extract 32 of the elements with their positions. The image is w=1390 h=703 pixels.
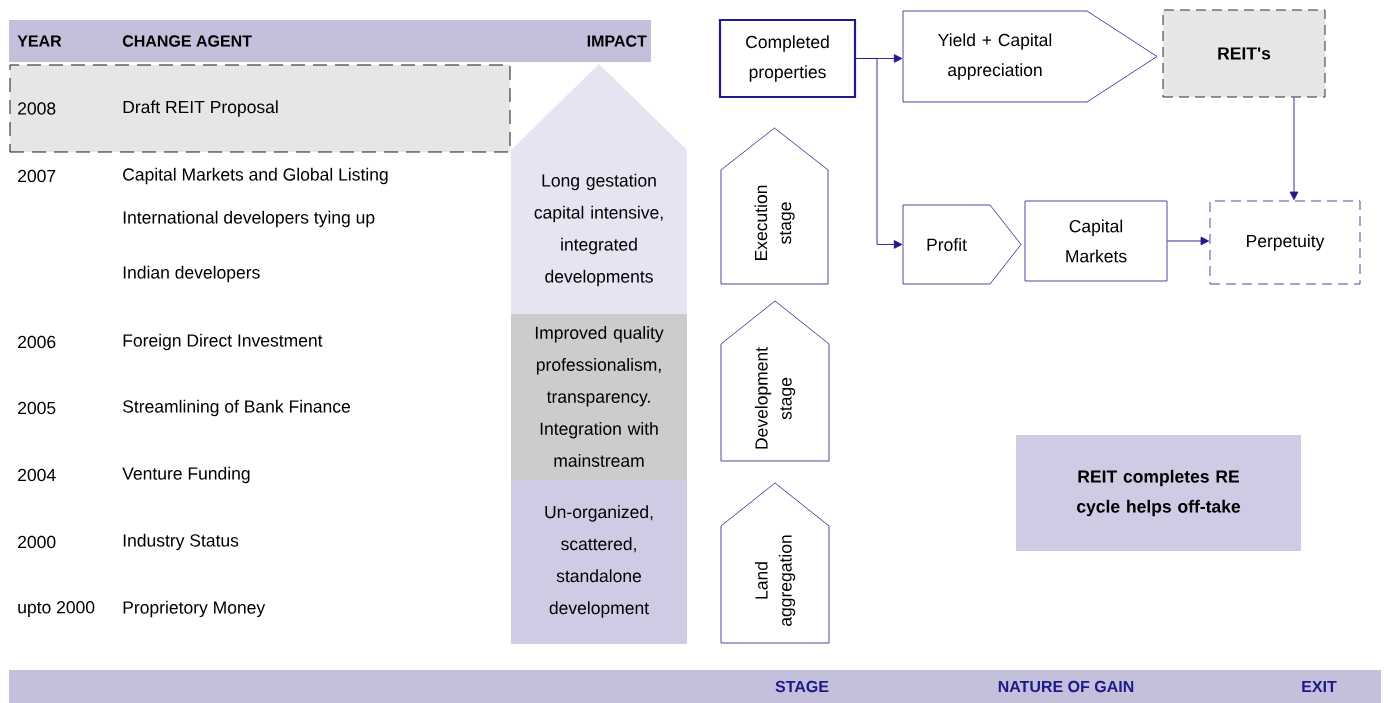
year-label: 2006 [18, 335, 56, 349]
stage-pentagon: Land aggregation [720, 482, 830, 644]
dashed-box: REIT's [1162, 9, 1326, 98]
change-agent-text: Indian developers [123, 265, 260, 283]
process-box: Capital Markets [1024, 200, 1168, 282]
change-agent-text: Foreign Direct Investment [123, 333, 323, 351]
year-label: upto 2000 [18, 601, 95, 617]
note-box: REIT completes RE cycle helps off-take [1016, 435, 1301, 551]
change-agent-text: International developers tying up [123, 210, 375, 228]
footer-band: STAGE NATURE OF GAIN EXIT [9, 670, 1381, 703]
arrow [855, 58, 903, 249]
arrow [1289, 96, 1299, 201]
year-label: 2007 [18, 169, 56, 183]
impact-box: Un-organized, scattered, standalone development [511, 479, 687, 644]
highlighted-row: 2008 Draft REIT Proposal [9, 64, 511, 153]
process-box: Completed properties [718, 18, 857, 99]
impact-box: Improved quality professionalism, transparency. Integration with mainstream [511, 314, 687, 479]
year-label: 2000 [18, 535, 56, 549]
year-label: 2004 [18, 468, 56, 482]
stage-pentagon: Execution stage [720, 127, 829, 285]
arrow [1166, 236, 1210, 246]
year-label: 2005 [18, 401, 56, 415]
impact-pentagon: Long gestation capital intensive, integrated developments [511, 64, 687, 314]
table-header-band: YEAR CHANGE AGENT IMPACT [9, 20, 651, 62]
dashed-box: Perpetuity [1209, 200, 1361, 285]
pentagon-arrow-box: Yield + Capital appreciation [902, 10, 1158, 103]
change-agent-text: Industry Status [123, 533, 239, 551]
stage-pentagon: Development stage [720, 300, 830, 462]
pentagon-arrow-box: Profit [902, 204, 1022, 285]
change-agent-text: Proprietory Money [123, 600, 266, 618]
change-agent-text: Streamlining of Bank Finance [123, 399, 350, 417]
change-agent-text: Venture Funding [122, 466, 250, 484]
